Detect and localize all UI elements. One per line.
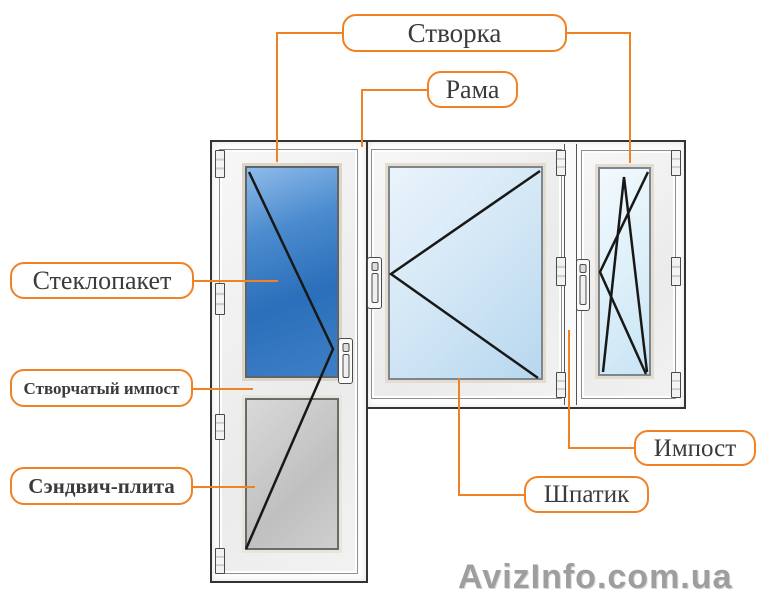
callout-line-rama	[361, 89, 427, 147]
label-stvorchatyy-impost: Створчатый импост	[10, 369, 193, 407]
handle-stem	[579, 275, 587, 305]
hinge-icon	[671, 150, 681, 176]
door-glazing-unit	[245, 166, 339, 378]
label-impost: Импост	[634, 430, 756, 466]
hinge-icon	[671, 372, 681, 398]
middle-window-handle	[367, 257, 382, 309]
sandwich-panel	[245, 398, 339, 550]
hinge-icon	[556, 257, 566, 286]
right-window-glazing-unit	[598, 167, 651, 376]
hinge-icon	[215, 548, 225, 574]
label-shpatik: Шпатик	[524, 476, 649, 513]
hinge-icon	[671, 257, 681, 286]
handle-stem	[342, 354, 349, 378]
handle-knob	[342, 343, 349, 352]
hinge-icon	[215, 414, 225, 440]
hinge-icon	[556, 150, 566, 176]
middle-window-glazing-unit	[388, 166, 543, 380]
door-handle	[338, 338, 353, 384]
hinge-icon	[215, 283, 225, 315]
hinge-icon	[556, 372, 566, 398]
handle-knob	[371, 262, 378, 271]
label-stvorka: Створка	[342, 14, 567, 52]
hinge-icon	[215, 150, 225, 178]
right-window-handle	[576, 259, 590, 311]
label-steklopaket: Стеклопакет	[10, 262, 194, 299]
watermark-text: AvizInfo.com.ua	[458, 558, 733, 596]
label-sendvich-plita: Сэндвич-плита	[10, 467, 193, 505]
label-rama: Рама	[427, 71, 518, 108]
handle-stem	[371, 273, 378, 303]
handle-knob	[579, 264, 587, 273]
